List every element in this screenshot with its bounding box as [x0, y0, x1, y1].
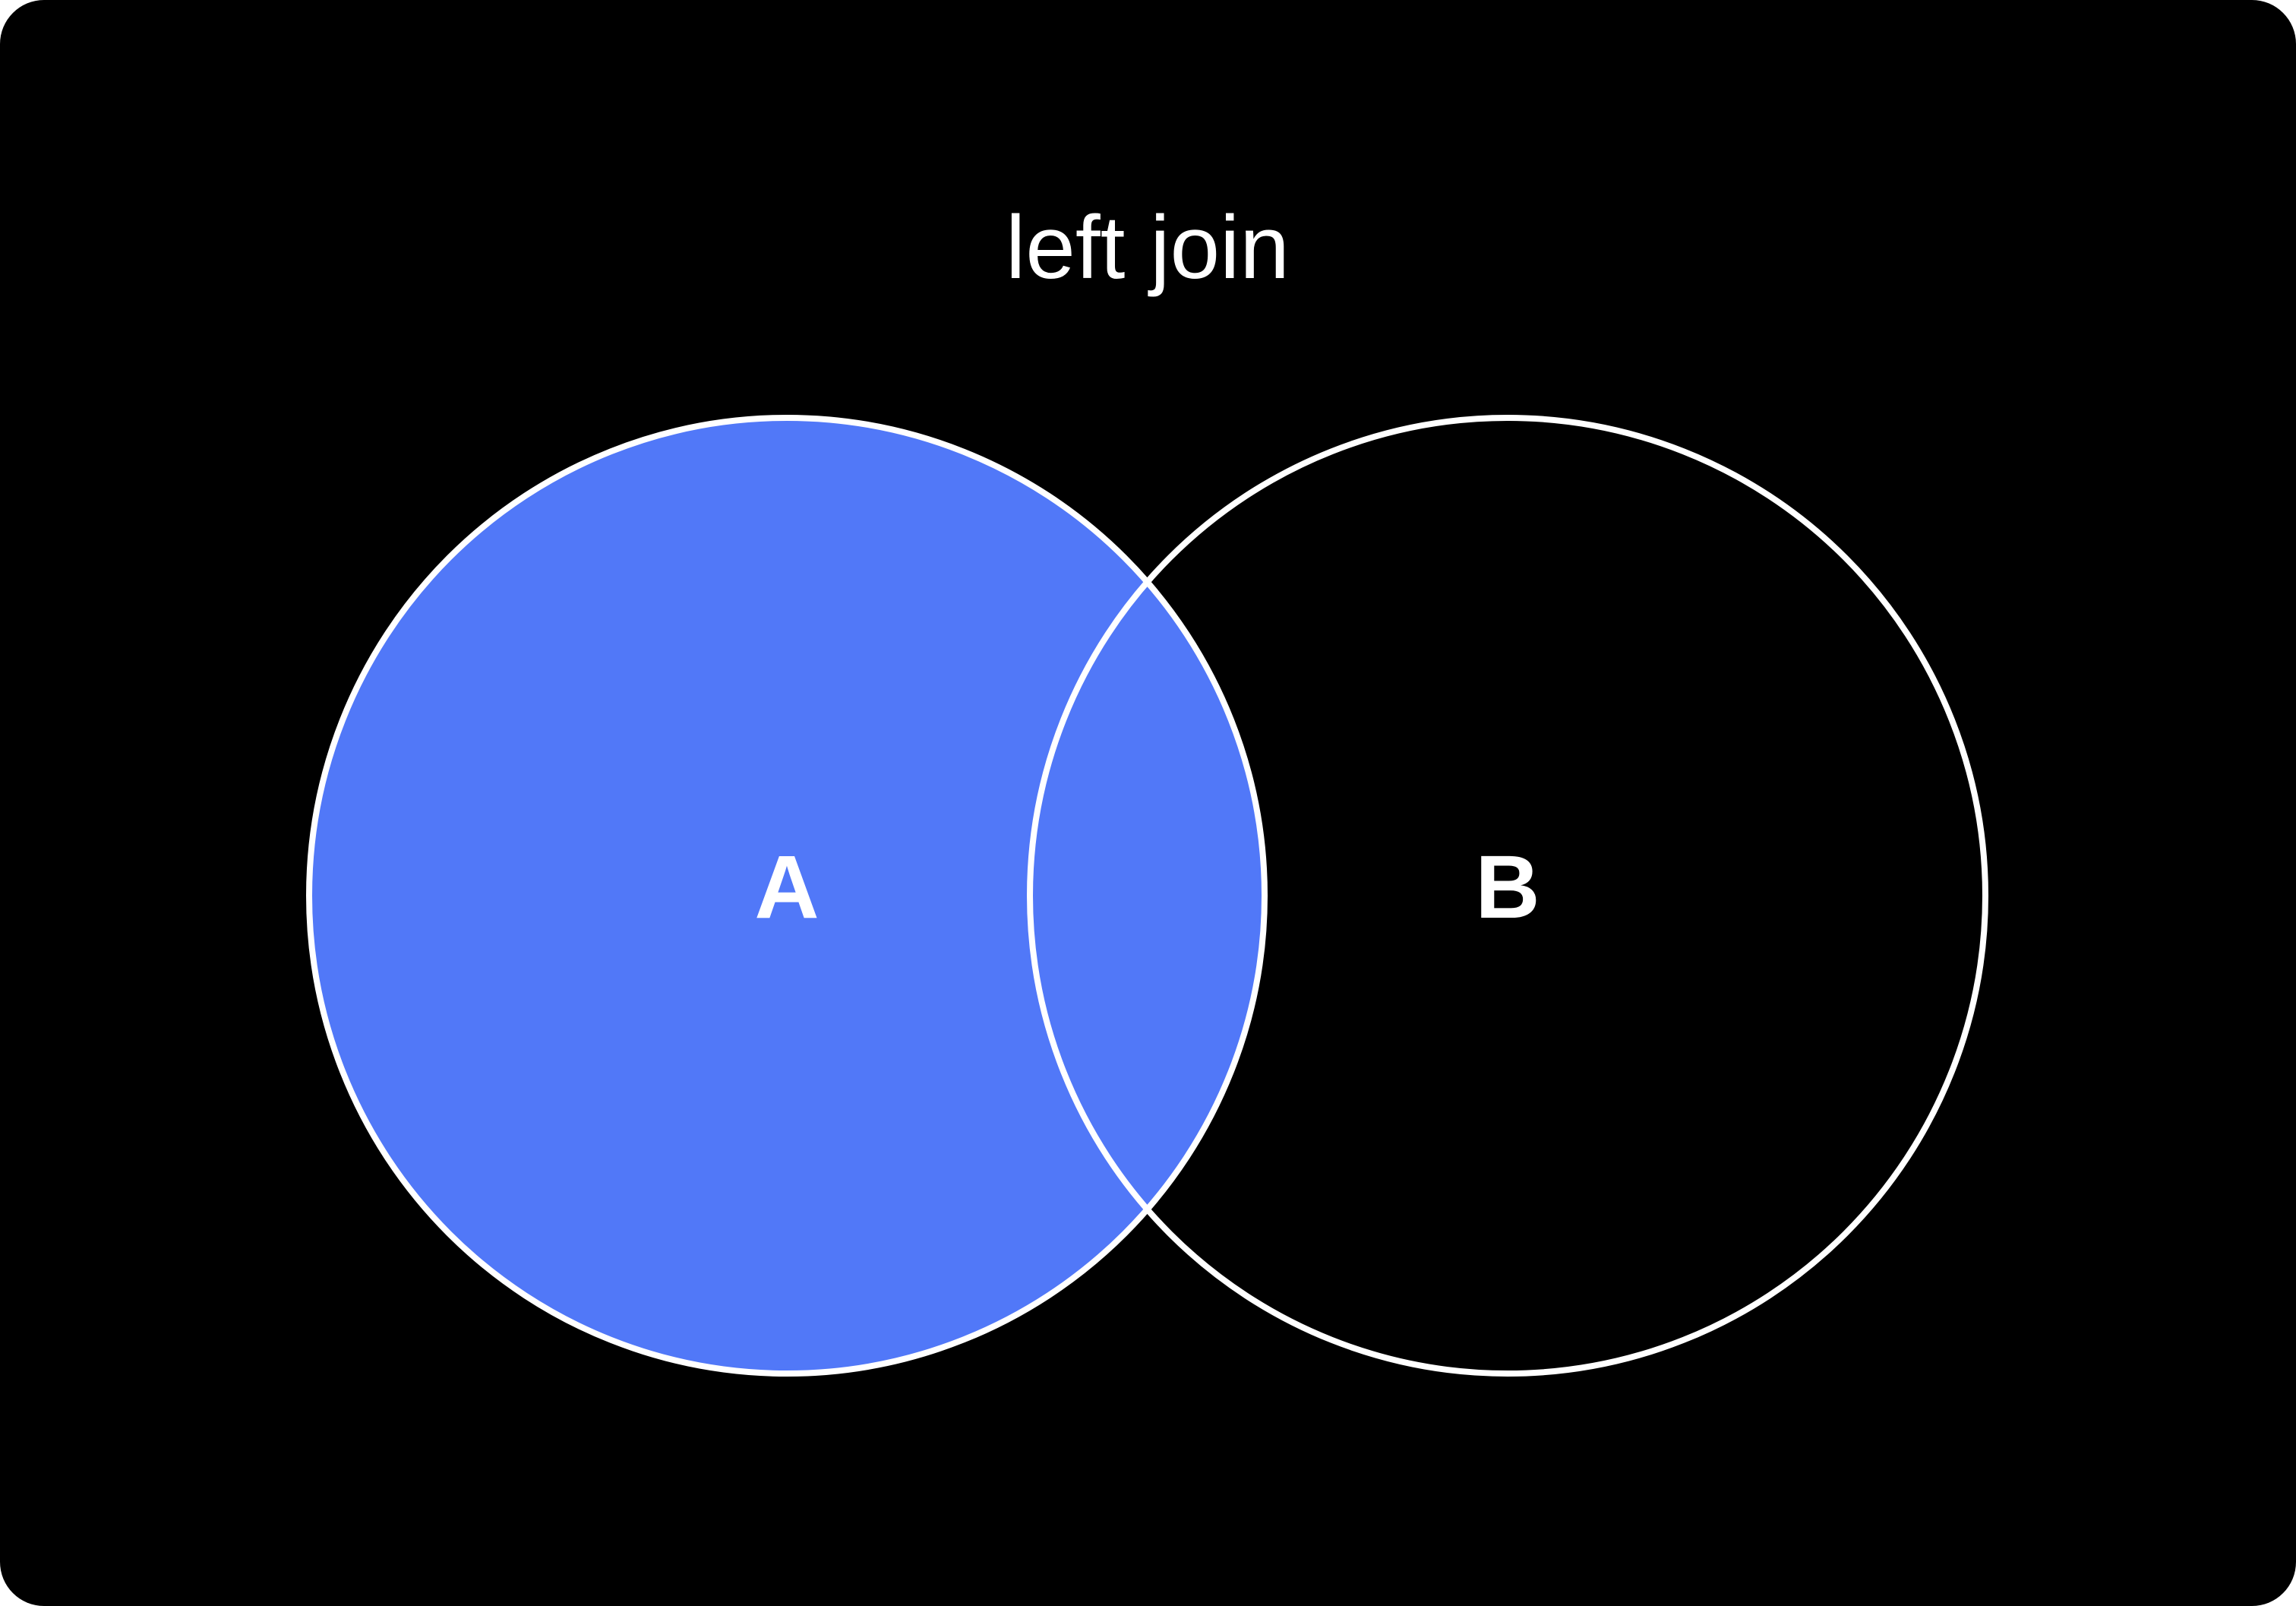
- set-b-label: B: [1475, 837, 1540, 937]
- diagram-title: left join: [1006, 198, 1290, 298]
- set-b-outline: [1027, 415, 1988, 1377]
- set-a-label: A: [754, 837, 819, 937]
- set-a-fill: [309, 418, 1265, 1374]
- set-a-outline: [306, 415, 1268, 1377]
